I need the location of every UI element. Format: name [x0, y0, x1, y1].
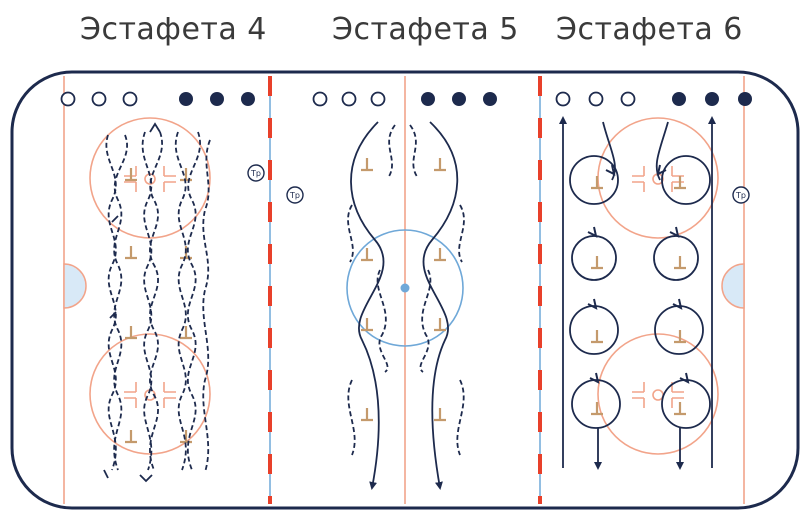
- arrow-icon: [587, 164, 690, 384]
- relay-5-dashed: [347, 124, 465, 456]
- coach-marker-icon: Тр: [732, 186, 750, 204]
- svg-text:Тр: Тр: [289, 191, 300, 200]
- cones: [125, 158, 686, 444]
- puck-filled-icon: [705, 92, 719, 106]
- arrow-icon: [103, 122, 161, 483]
- center-circle: [346, 229, 464, 347]
- puck-empty-icon: [370, 91, 386, 107]
- puck-filled-icon: [483, 92, 497, 106]
- puck-filled-icon: [241, 92, 255, 106]
- svg-text:Тр: Тр: [250, 169, 261, 178]
- puck-empty-icon: [588, 91, 604, 107]
- relay-title-6: Эстафета 6: [556, 12, 743, 47]
- coach-marker-icon: Тр: [247, 164, 265, 182]
- svg-text:Тр: Тр: [735, 191, 746, 200]
- puck-empty-icon: [122, 91, 138, 107]
- relay-5-paths: [350, 121, 459, 490]
- puck-row: [60, 91, 752, 107]
- puck-filled-icon: [421, 92, 435, 106]
- puck-filled-icon: [672, 92, 686, 106]
- goal-crease-left: [63, 263, 87, 309]
- puck-empty-icon: [620, 91, 636, 107]
- center-dot: [400, 283, 410, 293]
- coach-marker-icon: Тр: [286, 186, 304, 204]
- puck-empty-icon: [91, 91, 107, 107]
- puck-filled-icon: [738, 92, 752, 106]
- puck-filled-icon: [452, 92, 466, 106]
- puck-empty-icon: [60, 91, 76, 107]
- puck-empty-icon: [341, 91, 357, 107]
- puck-empty-icon: [555, 91, 571, 107]
- puck-filled-icon: [210, 92, 224, 106]
- relay-title-5: Эстафета 5: [332, 12, 519, 47]
- puck-filled-icon: [179, 92, 193, 106]
- coach-markers: Тр Тр Тр: [247, 164, 750, 204]
- puck-empty-icon: [312, 91, 328, 107]
- relay-title-4: Эстафета 4: [80, 12, 267, 47]
- faceoff-circles: [89, 117, 719, 455]
- goal-crease-right: [721, 263, 745, 309]
- relay-4-paths: [105, 131, 211, 473]
